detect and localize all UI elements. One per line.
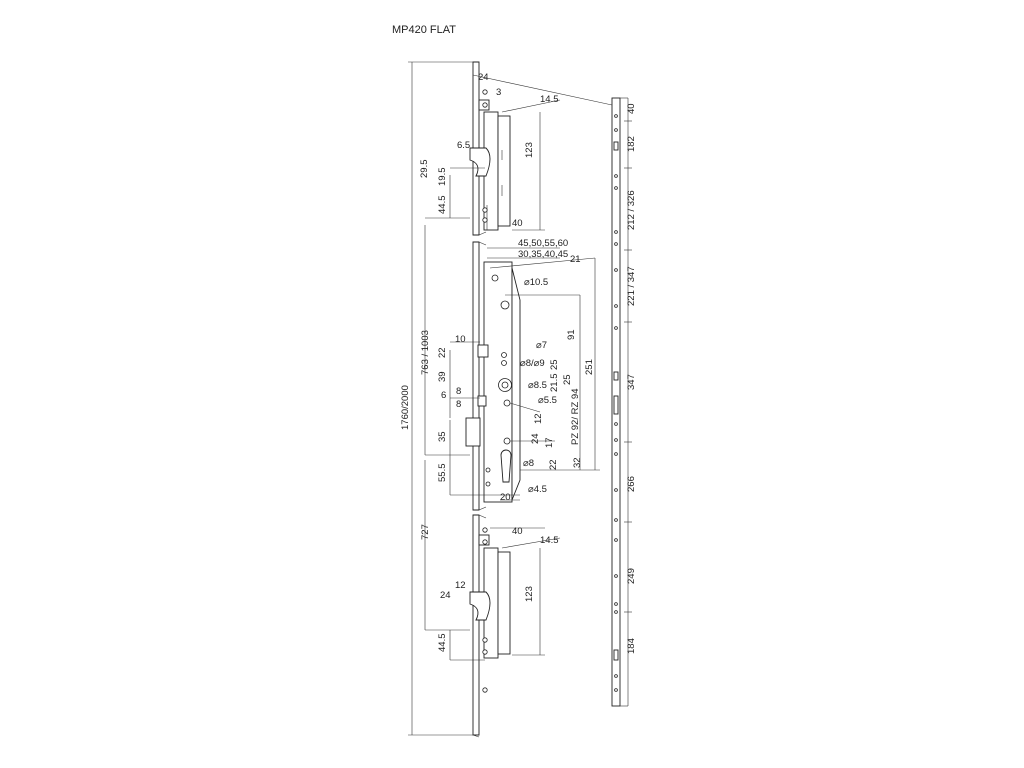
dim-24-lower: 24: [440, 590, 451, 601]
dim-14-5-upper: 14.5: [540, 94, 559, 105]
dimension-lines: [408, 61, 613, 736]
rail-dim-184: 184: [626, 638, 637, 654]
dim-91: 91: [566, 329, 577, 340]
dim-40-lower: 40: [512, 526, 523, 537]
dim-251: 251: [584, 359, 595, 375]
main-lock-case: [465, 261, 521, 503]
dim-8-b: 8: [456, 399, 461, 410]
dim-19-5: 19.5: [437, 168, 448, 187]
dim-25-b: 25: [562, 374, 573, 385]
dim-14-5-lower: 14.5: [540, 535, 559, 546]
dim-25-a: 25: [549, 359, 560, 370]
upper-hook-lock: [469, 89, 511, 231]
dim-dia-4-5: ⌀4.5: [528, 484, 547, 495]
rail-elevation: [611, 97, 632, 707]
dim-44-5-lower: 44.5: [437, 634, 448, 653]
dim-24: 24: [478, 72, 489, 83]
rail-dim-182: 182: [626, 136, 637, 152]
dim-8-a: 8: [456, 386, 461, 397]
rail-dim-212-326: 212 / 326: [626, 190, 637, 230]
dim-21-5: 21.5: [549, 374, 560, 393]
dim-21: 21: [570, 254, 581, 265]
dim-20: 20: [500, 492, 511, 503]
dim-727: 727: [420, 524, 431, 540]
dim-dia-7: ⌀7: [536, 340, 547, 351]
dim-40-upper: 40: [512, 218, 523, 229]
dim-12-upper: 12: [533, 413, 544, 424]
rail-dim-347: 347: [626, 374, 637, 390]
dim-backsets-2: 30,35,40,45: [518, 249, 568, 260]
dim-pz-rz: PZ 92/ RZ 94: [570, 389, 581, 446]
dim-123-upper: 123: [524, 142, 535, 158]
dim-44-5-upper: 44.5: [437, 196, 448, 215]
dim-dia-8-9: ⌀8/⌀9: [520, 358, 545, 369]
dim-10: 10: [455, 334, 466, 345]
drawing-title: MP420 FLAT: [392, 24, 456, 36]
dim-22-lower: 22: [548, 459, 559, 470]
dim-1760-2000: 1760/2000: [400, 385, 411, 430]
dim-39: 39: [437, 371, 448, 382]
dim-29-5: 29.5: [419, 160, 430, 179]
dim-12-lower: 12: [455, 580, 466, 591]
dim-17: 17: [544, 437, 555, 448]
dim-55-5: 55.5: [437, 464, 448, 483]
dim-dia-5-5: ⌀5.5: [538, 395, 557, 406]
rail-dim-266: 266: [626, 476, 637, 492]
dim-6: 6: [441, 390, 446, 401]
rail-dim-40: 40: [626, 103, 637, 114]
dimension-labels: 24 3 14.5 123 6.5 29.5 19.5 44.5 40 45,5…: [400, 72, 595, 652]
dim-6-5: 6.5: [457, 140, 470, 151]
dim-3: 3: [496, 87, 501, 98]
dim-dia-8: ⌀8: [523, 458, 534, 469]
dim-dia-10-5: ⌀10.5: [524, 277, 548, 288]
dim-dia-8-5: ⌀8.5: [528, 380, 547, 391]
dim-35: 35: [437, 431, 448, 442]
dim-123-lower: 123: [524, 586, 535, 602]
rail-dimension-labels: 40 182 212 / 326 221 / 347 347 266 249 1…: [626, 103, 637, 654]
dim-24-mid: 24: [530, 433, 541, 444]
dim-22-upper: 22: [437, 347, 448, 358]
lower-hook-lock: [469, 527, 511, 693]
dim-backsets-1: 45,50,55,60: [518, 238, 568, 249]
rail-dim-249: 249: [626, 568, 637, 584]
dim-763-1003: 763 / 1003: [420, 330, 431, 375]
rail-dim-221-347: 221 / 347: [626, 266, 637, 306]
dim-32: 32: [572, 457, 583, 468]
